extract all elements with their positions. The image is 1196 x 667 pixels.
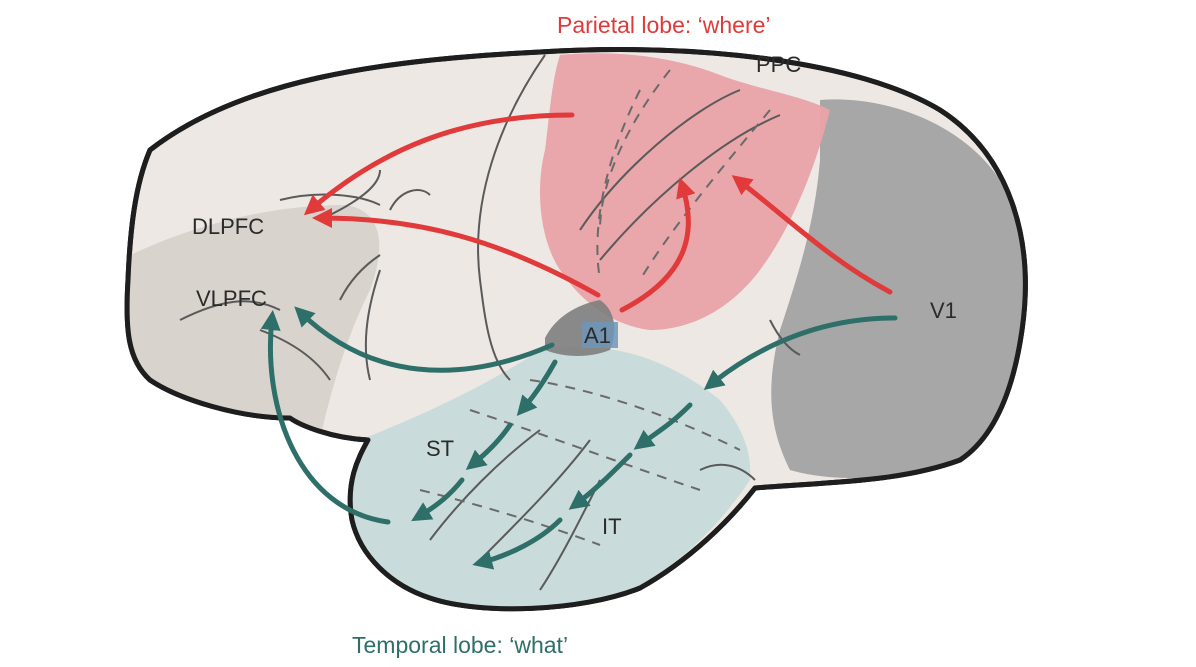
arrow-st-to-vlpfc <box>260 310 391 525</box>
label-a1: A1 <box>584 323 611 348</box>
label-st: ST <box>426 436 454 461</box>
temporal-region <box>349 346 751 609</box>
label-vlpfc: VLPFC <box>196 286 267 311</box>
arrow-ppc-to-dlpfc <box>303 112 575 216</box>
label-v1: V1 <box>930 298 957 323</box>
label-dlpfc: DLPFC <box>192 214 264 239</box>
arrow-v1-to-temporal-mid <box>633 402 693 450</box>
temporal-title: Temporal lobe: ‘what’ <box>352 632 568 658</box>
arrow-a1-to-st-1 <box>516 359 558 417</box>
label-ppc: PPC <box>756 52 801 77</box>
label-it: IT <box>602 514 622 539</box>
arrow-st-down <box>411 477 465 522</box>
arrow-a1-to-vlpfc <box>294 306 555 373</box>
arrow-a1-to-ppc <box>619 177 696 313</box>
arrow-a1-to-dlpfc <box>312 208 601 298</box>
where-pathway-arrows <box>303 112 893 313</box>
arrow-a1-to-st-2 <box>465 422 513 471</box>
what-pathway-arrows <box>260 306 898 570</box>
arrow-temporal-mid-low <box>568 452 633 510</box>
arrow-v1-to-temporal-upper <box>703 315 898 390</box>
a1-highlight-box <box>582 322 618 348</box>
arrow-temporal-to-it <box>472 517 563 570</box>
occipital-region <box>771 99 1026 479</box>
arrow-v1-to-ppc <box>731 175 893 295</box>
frontal-region <box>127 205 380 430</box>
parietal-title: Parietal lobe: ‘where’ <box>557 12 771 38</box>
dashed-sulci <box>419 69 771 546</box>
